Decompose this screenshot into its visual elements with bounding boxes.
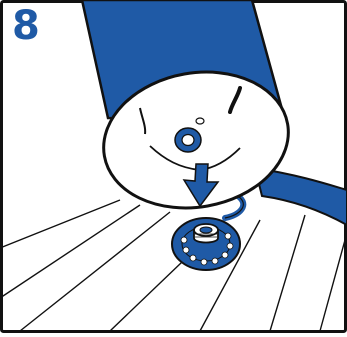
drain-fitting-icon — [172, 218, 240, 270]
step-number: 8 — [12, 6, 39, 46]
